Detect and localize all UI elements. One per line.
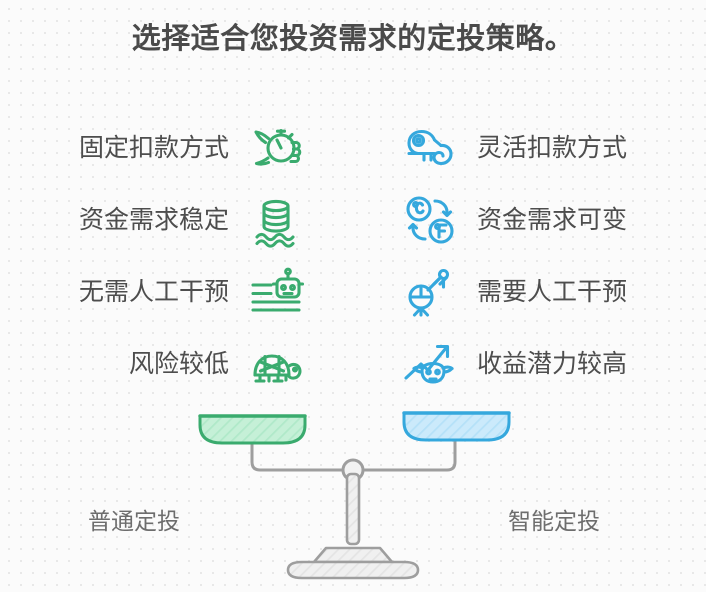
feature-label-left: 风险较低 — [128, 349, 229, 378]
caption-smart-plan: 智能定投 — [508, 509, 600, 535]
row-left-cell: 固定扣款方式 — [0, 119, 353, 177]
comparison-row: 资金需求稳定 — [0, 184, 706, 256]
chameleon-icon — [401, 119, 459, 177]
feature-label-left: 资金需求稳定 — [78, 205, 229, 234]
row-right-cell: 收益潜力较高 — [353, 335, 706, 393]
feature-label-left: 固定扣款方式 — [78, 133, 229, 162]
comparison-table: 固定扣款方式 — [0, 112, 706, 400]
scale-post — [345, 472, 361, 546]
feature-label-right: 资金需求可变 — [477, 205, 628, 234]
row-left-cell: 风险较低 — [0, 335, 353, 393]
scale-base-foot — [286, 560, 420, 580]
hand-holding-clock-icon — [247, 119, 305, 177]
comparison-row: 风险较低 — [0, 328, 706, 400]
page-title: 选择适合您投资需求的定投策略。 — [131, 21, 575, 55]
scale-beam — [250, 439, 457, 472]
turtle-icon — [247, 335, 305, 393]
feature-label-right: 灵活扣款方式 — [477, 133, 628, 162]
caption-ordinary-plan: 普通定投 — [88, 509, 180, 535]
robot-icon — [247, 263, 305, 321]
row-right-cell: 需要人工干预 — [353, 263, 706, 321]
scale-base-top — [312, 546, 394, 564]
balance-pan-blue — [402, 411, 511, 442]
coins-on-waves-icon — [247, 191, 305, 249]
feature-label-left: 无需人工干预 — [78, 277, 229, 306]
row-right-cell: 灵活扣款方式 — [353, 119, 706, 177]
row-left-cell: 资金需求稳定 — [0, 191, 353, 249]
row-right-cell: 资金需求可变 — [353, 191, 706, 249]
celsius-fahrenheit-convert-icon — [401, 191, 459, 249]
feature-label-right: 收益潜力较高 — [477, 349, 628, 378]
balance-scale — [0, 400, 706, 592]
feature-label-right: 需要人工干预 — [477, 277, 628, 306]
balance-pan-green — [198, 414, 307, 445]
person-pointer-icon — [401, 263, 459, 321]
comparison-row: 无需人工干预 — [0, 256, 706, 328]
bull-rising-arrow-icon — [401, 335, 459, 393]
row-left-cell: 无需人工干预 — [0, 263, 353, 321]
comparison-row: 固定扣款方式 — [0, 112, 706, 184]
